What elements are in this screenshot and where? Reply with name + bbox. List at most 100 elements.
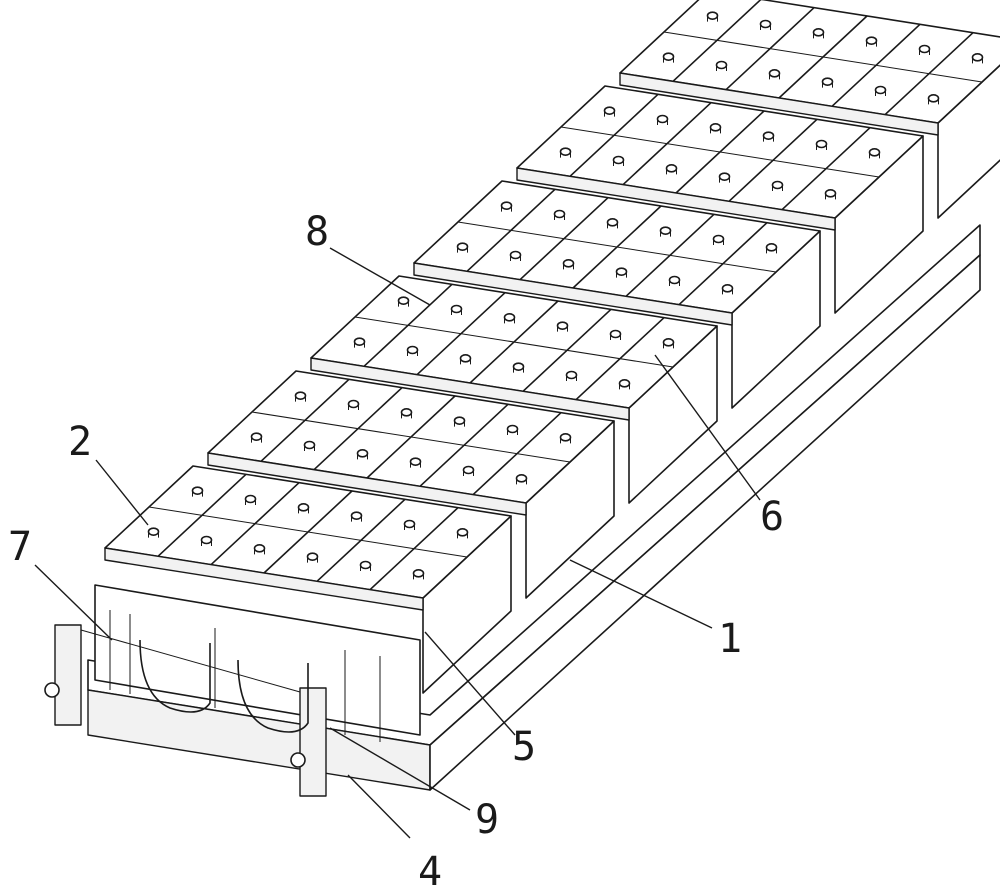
terminal-post [456,242,469,251]
terminal-post [306,552,319,561]
terminal-post [765,243,778,252]
terminal-post [559,147,572,156]
terminal-post [715,60,728,70]
terminal-post [668,275,681,285]
callout-5: 5 [512,724,536,770]
terminal-post [812,28,825,37]
terminal-post [874,85,887,95]
terminal-post [768,69,781,78]
terminal-post [559,433,572,442]
terminal-post [821,77,834,86]
terminal-post [512,362,525,371]
callout-2: 2 [68,419,92,465]
cell-midline [663,31,983,83]
terminal-post [515,474,528,483]
terminal-post [706,11,719,20]
terminal-post [971,53,984,62]
terminal-post [503,313,516,322]
terminal-post [400,408,413,417]
leader-lines [34,247,761,839]
cell-midline [354,316,674,368]
leader-5 [424,631,516,736]
leader-4 [347,774,411,839]
terminal-post [712,234,725,244]
terminal-post [456,528,469,537]
terminal-post [759,19,772,29]
leader-7 [34,564,113,641]
leader-2 [95,459,149,526]
terminal-post [403,519,416,529]
terminal-post [297,503,310,512]
terminal-post [450,304,463,314]
terminal-post [709,123,722,132]
terminal-post [918,44,931,54]
terminal-post [606,218,619,227]
cell-midline [251,411,571,463]
terminal-post [618,379,631,388]
terminal-post [659,226,672,235]
terminal-post [244,494,257,504]
terminal-post [350,511,363,520]
terminal-post [656,114,669,124]
callout-7: 7 [8,524,32,570]
terminal-post [294,391,307,400]
terminal-post [609,329,622,339]
terminal-post [665,164,678,173]
terminal-post [347,399,360,409]
terminal-post [562,259,575,268]
terminal-post [462,465,475,475]
terminal-post [359,560,372,570]
callout-4: 4 [418,849,442,895]
terminal-post [553,209,566,219]
terminal-post [762,131,775,140]
terminal-post [556,321,569,330]
terminal-post [721,284,734,293]
terminal-post [200,535,213,545]
terminal-post [824,189,837,198]
callout-9: 9 [475,797,499,843]
terminal-post [303,440,316,450]
terminal-post [500,201,513,210]
leader-9 [329,727,471,811]
handle-right [237,659,309,733]
terminal-post [927,94,940,103]
terminal-post [453,416,466,425]
terminal-post [603,106,616,115]
cell-midline [560,126,880,178]
terminal-post [662,52,675,61]
handle-left [139,639,211,713]
terminal-post [865,36,878,45]
callout-6: 6 [760,494,784,540]
leader-8 [329,247,431,306]
terminal-post [615,267,628,276]
terminal-post [191,486,204,495]
terminal-post [509,250,522,260]
terminal-post [253,544,266,553]
callout-8: 8 [305,209,329,255]
cell-midline [457,221,777,273]
cell-midline [148,506,468,558]
terminal-post [397,296,410,305]
terminal-post [406,345,419,355]
callout-labels: 1 2 4 5 6 7 8 9 [8,209,784,895]
battery-modules [104,0,1000,694]
terminal-post [356,449,369,458]
terminal-post [147,527,160,536]
terminal-post [662,338,675,347]
leader-6 [654,354,761,501]
terminal-post [459,354,472,363]
terminal-post [612,155,625,165]
front-frame [44,584,421,797]
terminal-post [409,457,422,466]
terminal-post [815,139,828,149]
terminal-post [718,172,731,181]
callout-1: 1 [718,616,742,662]
terminal-post [868,148,881,157]
terminal-post [771,180,784,190]
terminal-post [353,337,366,346]
terminal-post [250,432,263,441]
leader-1 [569,559,713,629]
terminal-post [506,424,519,434]
terminal-post [412,569,425,578]
